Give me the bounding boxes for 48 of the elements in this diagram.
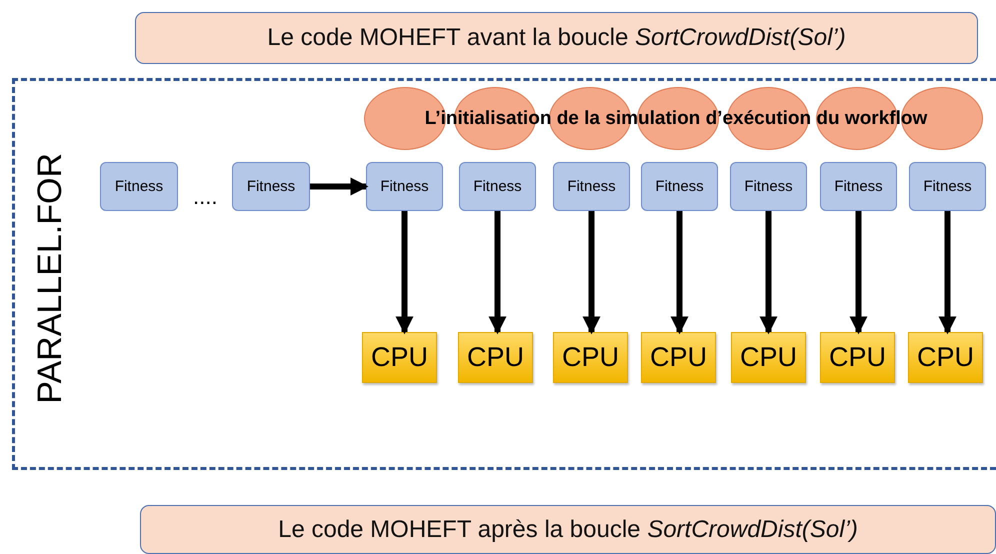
box-label: CPU: [650, 342, 707, 373]
box-label: CPU: [916, 342, 974, 373]
fitness-box: [232, 162, 310, 211]
box-label: Fitness: [744, 178, 793, 195]
box-label: CPU: [740, 342, 797, 373]
box-label: CPU: [370, 342, 428, 373]
fitness-box: [553, 162, 630, 211]
arrow: [938, 211, 956, 334]
ellipsis-text: ....: [193, 184, 218, 210]
fitness-box: [459, 162, 536, 211]
box-label: Fitness: [114, 178, 164, 195]
box-label: Fitness: [380, 178, 429, 195]
overlay-text: L’initialisation de la simulation d’exécution du workflow: [424, 108, 928, 130]
box-label: Fitness: [473, 178, 522, 195]
fitness-box: [100, 162, 178, 211]
loop-title: PARALLEL.FOR: [31, 153, 70, 404]
fitness-box: [366, 162, 443, 211]
arrow: [670, 211, 688, 334]
box-label: CPU: [828, 342, 886, 373]
cpu-box: [820, 332, 895, 383]
arrow: [760, 211, 778, 334]
cpu-box: [362, 332, 437, 383]
box-label: CPU: [562, 342, 619, 373]
cpu-box: [908, 332, 983, 383]
code-banner: [135, 12, 978, 64]
box-label: Fitness: [923, 178, 972, 195]
parallel-loop-frame: [12, 78, 996, 470]
arrow: [850, 211, 868, 334]
fitness-box: [641, 162, 718, 211]
box-label: Fitness: [567, 178, 616, 195]
box-label: Fitness: [834, 178, 883, 195]
banner-text: Le code MOHEFT après la boucle SortCrowdDist(Sol’): [278, 516, 858, 544]
box-label: Fitness: [246, 178, 296, 195]
arrow: [582, 211, 600, 334]
cpu-box: [641, 332, 716, 383]
code-banner: [140, 505, 996, 554]
fitness-box: [730, 162, 807, 211]
box-label: Fitness: [655, 178, 704, 195]
fitness-box: [820, 162, 897, 211]
arrow: [396, 211, 414, 334]
cpu-box: [458, 332, 533, 383]
cpu-box: [731, 332, 806, 383]
cpu-box: [553, 332, 628, 383]
box-label: CPU: [466, 342, 524, 373]
arrow: [488, 211, 506, 334]
arrow: [310, 178, 368, 196]
banner-text: Le code MOHEFT avant la boucle SortCrowdDist(Sol’): [267, 24, 846, 52]
fitness-box: [909, 162, 986, 211]
